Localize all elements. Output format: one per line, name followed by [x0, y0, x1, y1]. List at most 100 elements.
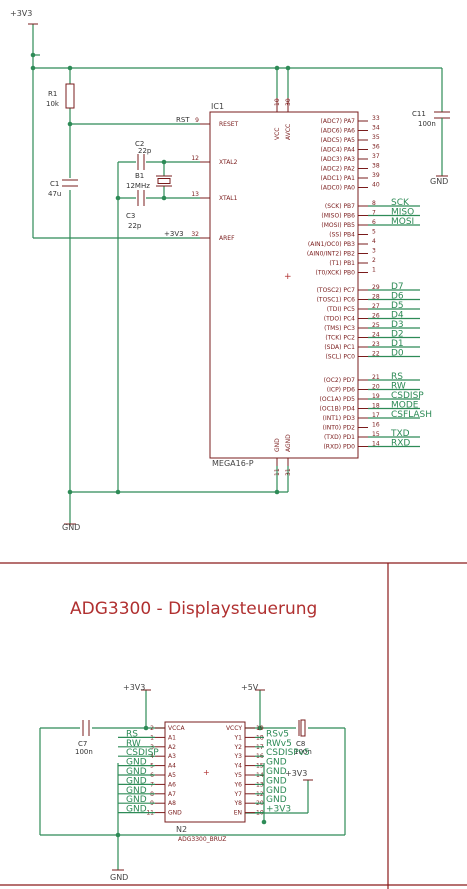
ic1-pin-number: 20 [372, 384, 380, 391]
ic1-pin-label: (TMS) PC3 [324, 325, 355, 332]
n2-junctions [115, 725, 267, 838]
n2-net-label: RW [126, 739, 141, 749]
c11-value: 100n [418, 120, 436, 128]
n2-pin-label: A3 [168, 753, 176, 760]
n2-net-label: GND [126, 767, 147, 777]
c8-value: 100n [294, 748, 312, 756]
ic1-pin-number: 28 [372, 294, 380, 301]
ic1-pin-label: XTAL1 [219, 195, 238, 202]
supply-3v3-top-label: +3V3 [10, 9, 32, 18]
n2-pin-label: Y4 [234, 763, 243, 770]
ic1-pin-label: (INT0) PD2 [323, 425, 356, 432]
ic1-pin-number: 33 [372, 115, 380, 122]
ic1-pin-number: 15 [372, 431, 380, 438]
capacitor-c11: C11 100n [412, 110, 450, 130]
supply-3v3-right-label: +3V3 [285, 769, 307, 778]
ic1-mega16: IC1 MEGA16-P + 9RESET12XTAL213XTAL132ARE… [191, 98, 432, 476]
c2-value: 22p [138, 147, 152, 155]
ic1-pin-label: (TXD) PD1 [324, 434, 355, 441]
gnd-bottom-label: GND [110, 873, 128, 882]
ic1-pin-number: 35 [372, 134, 380, 141]
ic1-pin-number: 18 [372, 403, 380, 410]
n2-net-label: GND [126, 776, 147, 786]
n2-pin-label: A6 [168, 781, 176, 788]
net-label-d5: D5 [391, 301, 404, 311]
n2-pin-label: VCCY [226, 725, 242, 732]
net-label-rw: RW [391, 382, 406, 392]
ic1-pin-label: (ICP) PD6 [327, 387, 355, 394]
c1-name: C1 [50, 180, 59, 188]
ic1-pin-number: 30 [285, 98, 292, 106]
ic1-pin-label: (T0/XCK) PB0 [316, 270, 356, 277]
ic1-pin-label: (ADC2) PA2 [321, 166, 356, 173]
c11-name: C11 [412, 110, 426, 118]
n2-pin-label: Y7 [234, 791, 243, 798]
net-label-mosi: MOSI [391, 217, 414, 227]
gnd-top-label: GND [62, 523, 80, 532]
gnd-bottom: GND [110, 869, 128, 882]
n2-pin-number: 2 [150, 725, 154, 732]
n2-net-label: GND [266, 776, 287, 786]
ic1-pin-number: 23 [372, 341, 380, 348]
supply-5v-label: +5V [241, 683, 259, 692]
capacitor-c7: C7 100n [75, 720, 93, 756]
ic1-pin-number: 25 [372, 322, 380, 329]
ic1-pin-label: (T1) PB1 [329, 260, 355, 267]
ic1-pin-label: (TDO) PC4 [324, 316, 355, 323]
r1-name: R1 [48, 90, 57, 98]
ic1-pin-number: 17 [372, 412, 380, 419]
ic1-pin-number: 34 [372, 125, 380, 132]
net-label-d3: D3 [391, 320, 404, 330]
ic1-pin-number: 1 [372, 267, 376, 274]
net-label-d6: D6 [391, 292, 404, 302]
crystal-b1: B1 12MHz [126, 172, 172, 190]
ic1-pin-number: 13 [191, 191, 199, 198]
net-label-miso: MISO [391, 208, 414, 218]
gnd-right-label: GND [430, 177, 448, 186]
top-wires [32, 24, 443, 524]
ic1-pin-number: 2 [372, 257, 376, 264]
n2-wires [39, 690, 346, 870]
net-label-sck: SCK [391, 198, 410, 208]
ic1-pin-label: (TDI) PC5 [327, 306, 355, 313]
n2-net-label: GND [266, 795, 287, 805]
b1-value: 12MHz [126, 182, 150, 190]
n2-net-label: GND [126, 786, 147, 796]
resistor-r1: R1 10k [46, 83, 75, 109]
n2-pin-label: A5 [168, 772, 176, 779]
ic1-pin-number: 9 [195, 117, 199, 124]
ic1-pin-label: (MISO) PB6 [321, 213, 355, 220]
r1-value: 10k [46, 100, 60, 108]
ic1-pin-label: (OC1A) PD5 [320, 396, 356, 403]
b1-name: B1 [135, 172, 144, 180]
n2-pin-label: A2 [168, 744, 176, 751]
ic1-pin-number: 38 [372, 163, 380, 170]
n2-pin-label: A1 [168, 734, 176, 741]
c1-value: 47u [48, 190, 61, 198]
n2-pin-label: Y6 [234, 781, 243, 788]
c7-name: C7 [78, 740, 87, 748]
ic1-pin-label: (TOSC2) PC7 [317, 287, 356, 294]
ic1-pin-number: 40 [372, 182, 380, 189]
n2-origin-mark: + [203, 768, 210, 777]
ic1-pin-number: 7 [372, 210, 376, 217]
ic1-pin-number: 3 [372, 248, 376, 255]
n2-net-label: RWv5 [266, 739, 292, 749]
ic1-pin-number: 5 [372, 229, 376, 236]
net-label-d4: D4 [391, 311, 404, 321]
ic1-pin-number: 22 [372, 351, 380, 358]
ic1-pin-number: 31 [285, 468, 292, 476]
ic1-pin-number: 10 [274, 98, 281, 106]
gnd-right: GND [430, 175, 448, 186]
supply-3v3-top: +3V3 [10, 9, 38, 25]
net-label-mode: MODE [391, 401, 419, 411]
ic1-pin-label: AGND [285, 434, 292, 452]
ic1-pin-label: (RXD) PD0 [323, 444, 355, 451]
n2-net-label: GND [266, 758, 287, 768]
ic1-pin-label: (SCL) PC0 [325, 354, 355, 361]
supply-5v-n2: +5V [241, 683, 265, 692]
